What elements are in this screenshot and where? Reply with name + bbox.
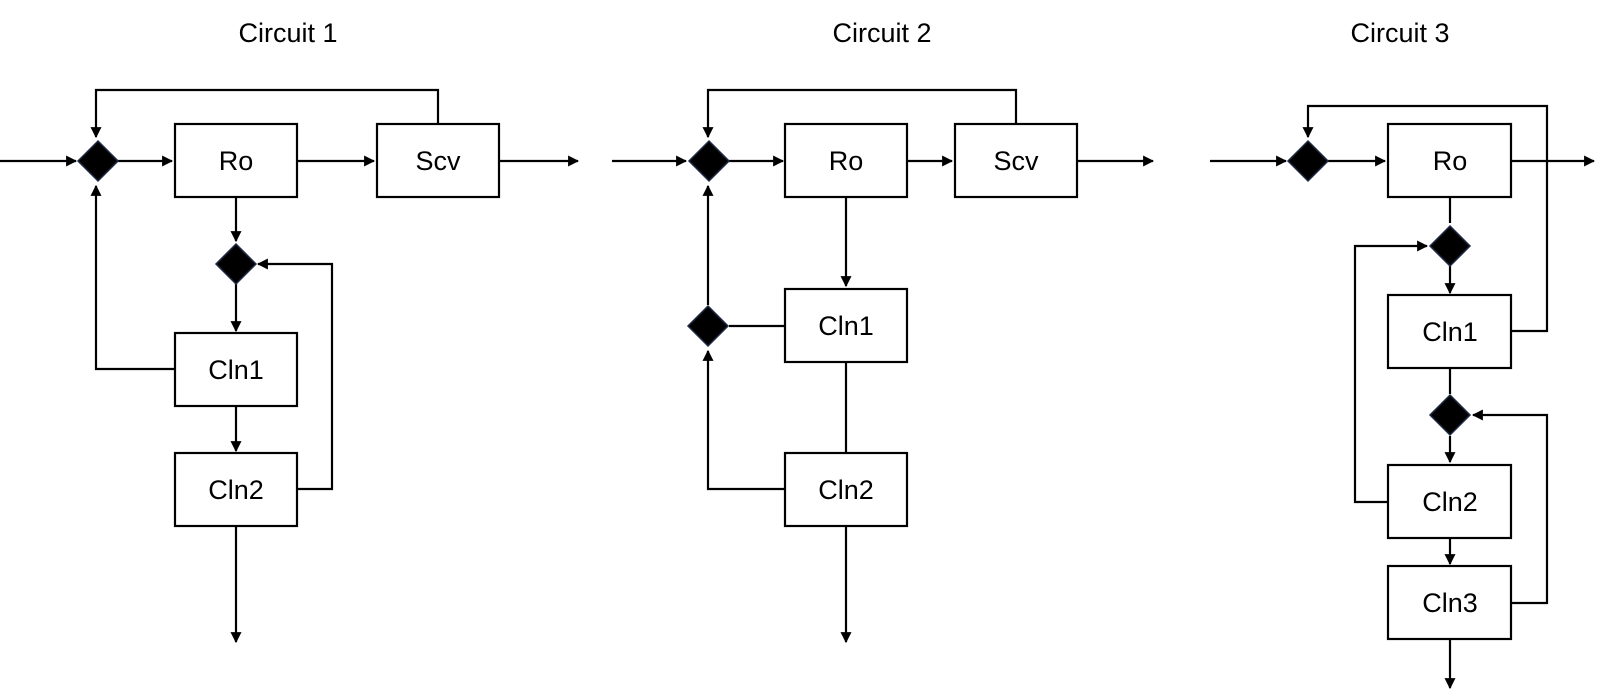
- circuit-2-cln1-box: Cln1: [783, 287, 909, 364]
- circuit-3-ro-label: Ro: [1433, 146, 1468, 176]
- circuit-1-ro-label: Ro: [219, 146, 254, 176]
- circuit-3: Circuit 3 Ro Cln1 Cln2: [1210, 18, 1596, 690]
- circuit-1-mixing-node: [76, 139, 120, 183]
- circuit-2-scv-box: Scv: [953, 122, 1079, 199]
- circuit-1: Circuit 1 Ro Scv Cln1 Cln2: [0, 18, 580, 644]
- circuit-1-cln2-label: Cln2: [208, 475, 264, 505]
- circuit-1-title: Circuit 1: [238, 18, 337, 48]
- circuit-3-cln2-recycle-line: [1353, 240, 1429, 504]
- circuit-2-ro-label: Ro: [829, 146, 864, 176]
- circuit-3-cln3-box: Cln3: [1386, 564, 1513, 641]
- circuit-3-cln1-recycle-line: [1302, 104, 1549, 333]
- circuit-1-scv-box: Scv: [375, 122, 501, 199]
- circuit-3-cln2-box: Cln2: [1386, 463, 1513, 540]
- circuit-1-cleaner-mixing-node: [214, 242, 258, 286]
- circuit-2-cleaner-mixing-node: [686, 304, 730, 348]
- circuit-2-title: Circuit 2: [832, 18, 931, 48]
- circuit-3-cln2-label: Cln2: [1422, 487, 1478, 517]
- circuit-3-cleaner-mixing-node-2: [1428, 393, 1472, 437]
- circuit-3-title: Circuit 3: [1350, 18, 1449, 48]
- circuit-2-scv-label: Scv: [993, 146, 1039, 176]
- circuit-1-cln2-recycle-line: [256, 258, 334, 491]
- circuit-1-cln1-box: Cln1: [173, 331, 299, 408]
- circuit-2-cln2-recycle-line: [702, 349, 785, 491]
- circuit-3-cln1-label: Cln1: [1422, 317, 1478, 347]
- circuit-2-ro-box: Ro: [783, 122, 909, 199]
- circuit-3-ro-box: Ro: [1386, 122, 1513, 199]
- circuit-2-cln1-label: Cln1: [818, 311, 874, 341]
- circuit-3-cln3-recycle-line: [1471, 409, 1549, 605]
- circuit-3-cln1-box: Cln1: [1386, 293, 1513, 370]
- circuit-3-cleaner-mixing-node-1: [1428, 224, 1472, 268]
- circuit-1-scv-label: Scv: [415, 146, 461, 176]
- circuit-2-cln2-box: Cln2: [783, 451, 909, 528]
- circuit-1-cln1-recycle-line: [90, 184, 175, 371]
- circuit-1-scv-recycle-line: [90, 88, 440, 139]
- circuit-2-cln2-label: Cln2: [818, 475, 874, 505]
- circuit-2-scv-recycle-line: [702, 88, 1018, 139]
- circuit-1-cln1-label: Cln1: [208, 355, 264, 385]
- circuit-2-mixing-node: [687, 139, 731, 183]
- circuit-1-ro-box: Ro: [173, 122, 299, 199]
- circuit-2: Circuit 2 Ro Scv Cln1 Cln2: [612, 18, 1155, 644]
- circuit-3-mixing-node: [1286, 139, 1330, 183]
- circuit-3-cln3-label: Cln3: [1422, 588, 1478, 618]
- circuit-1-cln2-box: Cln2: [173, 451, 299, 528]
